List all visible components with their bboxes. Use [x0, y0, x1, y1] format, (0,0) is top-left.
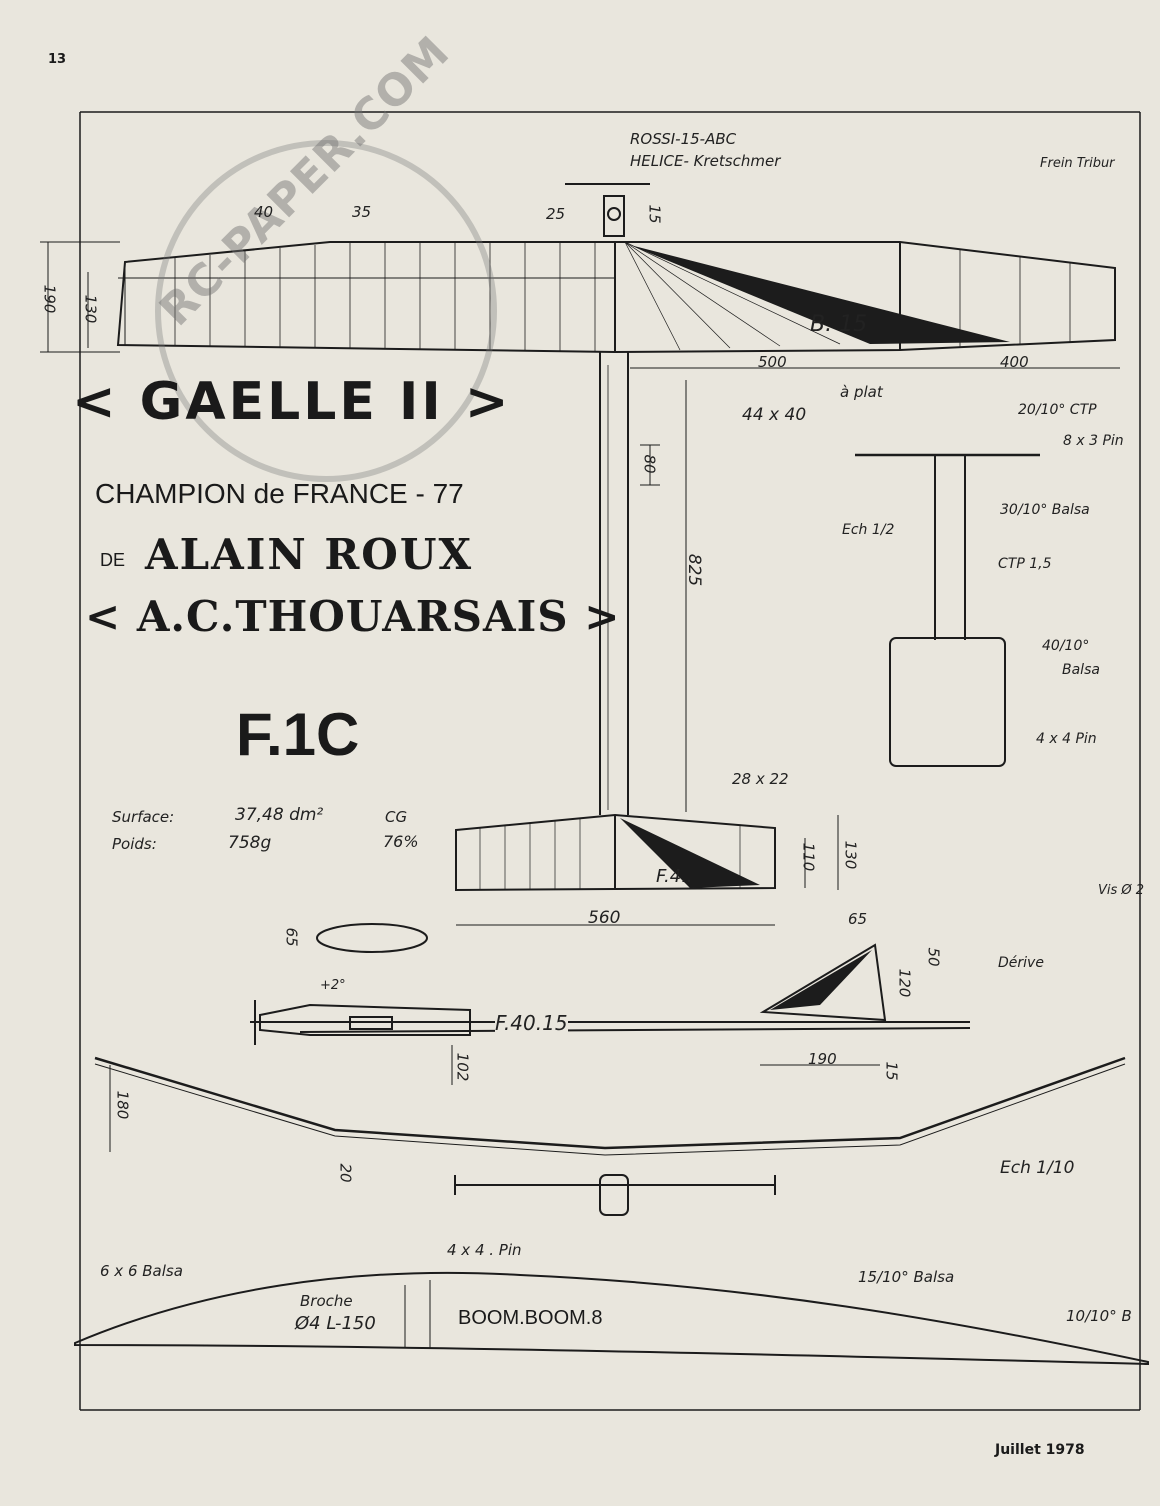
pylon-section-label: 44 x 40	[742, 405, 807, 425]
dim-190b: 190	[808, 1050, 837, 1068]
page-number: 13	[48, 52, 67, 67]
dim-130a: 130	[81, 294, 100, 324]
watermark-circle	[155, 140, 497, 482]
balsa-word-label: Balsa	[1062, 662, 1100, 678]
dim-35: 35	[352, 203, 372, 221]
dim-130b: 130	[841, 840, 860, 870]
tail-section-label: 28 x 22	[732, 770, 789, 788]
surface-value: 37,48 dm²	[235, 805, 324, 825]
pin-top-label: 8 x 3 Pin	[1063, 433, 1124, 449]
screw-label: Vis Ø 2	[1098, 883, 1145, 898]
author-prefix: DE	[100, 550, 126, 570]
author-name: ALAIN ROUX	[145, 530, 474, 579]
boom-profile-label: F.40.15	[495, 1011, 568, 1035]
scale-half-label: Ech 1/2	[842, 522, 895, 538]
skin-label: 15/10° Balsa	[858, 1268, 955, 1286]
dim-65a: 65	[282, 927, 301, 947]
side-view	[250, 923, 971, 1045]
dim-40: 40	[254, 203, 274, 221]
scale-tenth-label: Ech 1/10	[1000, 1158, 1075, 1178]
wire-dimension: Ø4 L-150	[295, 1313, 376, 1334]
dim-110: 110	[799, 842, 818, 872]
flat-label: à plat	[840, 383, 883, 401]
dim-15a: 15	[645, 204, 664, 224]
trailing-edge-label: 10/10° B	[1066, 1307, 1132, 1325]
cg-label: CG	[385, 808, 408, 826]
dim-25: 25	[546, 205, 566, 223]
wire-label: Broche	[300, 1292, 353, 1310]
front-view-wing	[94, 1056, 1126, 1150]
dim-65b: 65	[848, 910, 868, 928]
dim-190: 190	[40, 284, 59, 314]
cg-value: 76%	[383, 832, 419, 851]
issue-date: Juillet 1978	[995, 1442, 1085, 1458]
balsa-40-label: 40/10°	[1042, 638, 1090, 654]
championship-line: CHAMPION de FRANCE - 77	[95, 478, 464, 509]
airfoil-profile	[74, 1271, 1149, 1366]
club-name: < A.C.THOUARSAIS >	[85, 592, 621, 641]
dim-120: 120	[895, 968, 914, 998]
dim-80: 80	[640, 454, 659, 474]
pin-4x4-label: 4 x 4 Pin	[1036, 731, 1097, 747]
tail-profile-label: F.4..	[656, 866, 693, 887]
incidence-label: +2°	[320, 978, 346, 993]
dim-102: 102	[453, 1052, 472, 1082]
surface-label: Surface:	[112, 808, 175, 826]
dim-825: 825	[684, 553, 705, 587]
engine-label: ROSSI-15-ABC	[630, 130, 737, 148]
wing-profile-label: B. 15	[810, 312, 868, 337]
dim-180: 180	[113, 1090, 132, 1120]
dim-20: 20	[336, 1163, 355, 1183]
prop-label: HELICE- Kretschmer	[630, 152, 781, 170]
dim-560: 560	[588, 908, 621, 928]
weight-value: 758g	[228, 833, 272, 853]
dim-50: 50	[924, 947, 943, 967]
ctp-15-label: CTP 1,5	[998, 556, 1052, 572]
stabilizer-planform	[455, 813, 776, 892]
dim-500: 500	[758, 353, 787, 371]
weight-label: Poids:	[112, 835, 157, 853]
category-label: F.1C	[236, 701, 360, 768]
fin-label: Dérive	[998, 955, 1044, 971]
balsa-30-label: 30/10° Balsa	[1000, 502, 1090, 518]
dim-15b: 15	[882, 1061, 901, 1081]
airfoil-name: BOOM.BOOM.8	[458, 1307, 603, 1329]
leading-edge-label: 6 x 6 Balsa	[100, 1262, 183, 1280]
spar-label: 4 x 4 . Pin	[447, 1241, 522, 1259]
model-title: < GAELLE II >	[72, 372, 512, 432]
dim-400: 400	[1000, 353, 1029, 371]
dethermalizer-label: Frein Tribur	[1040, 156, 1115, 171]
ctp-top-label: 20/10° CTP	[1018, 402, 1097, 418]
